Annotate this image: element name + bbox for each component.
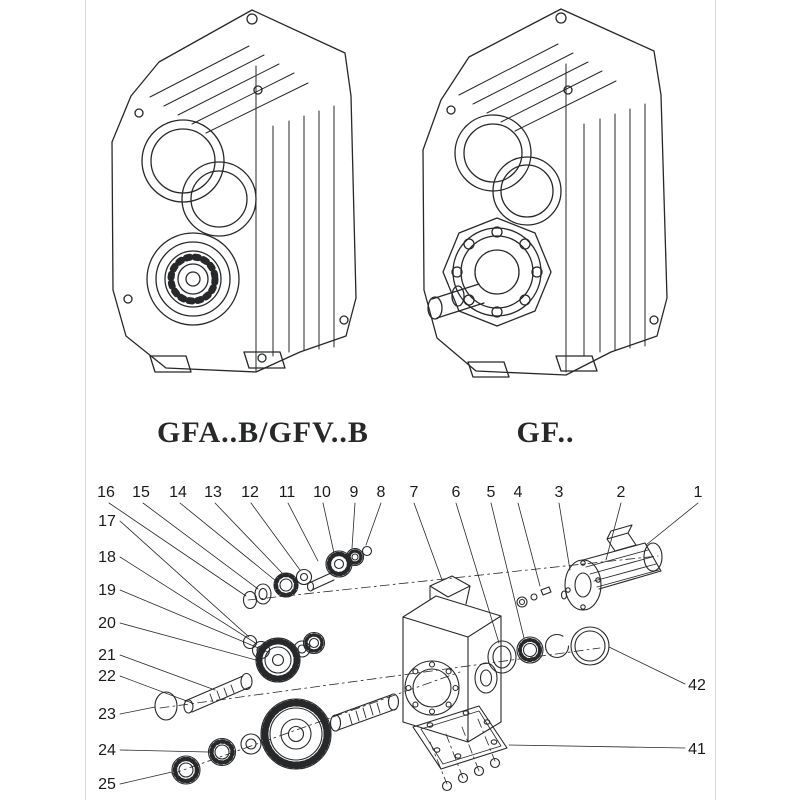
exploded-view: 16 15 14 13 12 11 10 9 8 7 6 5 4 3 2 1 1… [97, 484, 706, 793]
callout-10: 10 [313, 484, 331, 501]
callout-13: 13 [204, 484, 222, 501]
callout-3: 3 [555, 484, 564, 501]
callout-23: 23 [98, 706, 116, 723]
callout-21: 21 [98, 647, 116, 664]
callout-17: 17 [98, 513, 116, 530]
callout-12: 12 [241, 484, 259, 501]
output-shaft [427, 283, 485, 320]
callout-41: 41 [688, 741, 706, 758]
gear-housing [402, 575, 502, 743]
output-side-rings [487, 626, 610, 674]
callout-15: 15 [132, 484, 150, 501]
callout-numbers: 16 15 14 13 12 11 10 9 8 7 6 5 4 3 2 1 1… [97, 484, 706, 793]
leader-lines [108, 502, 699, 785]
callout-22: 22 [98, 668, 116, 685]
callout-19: 19 [98, 582, 116, 599]
callout-16: 16 [97, 484, 115, 501]
callout-4: 4 [514, 484, 523, 501]
input-shaft-parts [242, 545, 373, 610]
callout-7: 7 [410, 484, 419, 501]
intermediate-shaft-parts [154, 631, 326, 721]
gasket-and-bolts [412, 705, 508, 792]
callout-6: 6 [452, 484, 461, 501]
callout-5: 5 [487, 484, 496, 501]
gearbox-drawing-gf [422, 8, 668, 378]
callout-14: 14 [169, 484, 187, 501]
callout-11: 11 [279, 484, 296, 501]
callout-24: 24 [98, 742, 116, 759]
callout-42: 42 [688, 677, 706, 694]
model-label-gfab-gfv: GFA..B/GFV..B [157, 416, 369, 449]
model-label-gf: GF.. [516, 416, 575, 449]
callout-9: 9 [350, 484, 359, 501]
callout-1: 1 [694, 484, 703, 501]
output-flange [442, 217, 552, 327]
callout-18: 18 [98, 549, 116, 566]
callout-8: 8 [377, 484, 386, 501]
page-edge-lines [85, 0, 716, 800]
callout-25: 25 [98, 776, 116, 793]
output-shaft-parts [171, 693, 400, 785]
callout-2: 2 [617, 484, 626, 501]
assembly-axis-lines [159, 555, 659, 785]
bearing-face [146, 232, 240, 326]
gearbox-drawing-gfab [111, 9, 357, 373]
callout-20: 20 [98, 615, 116, 632]
motor [516, 524, 663, 611]
